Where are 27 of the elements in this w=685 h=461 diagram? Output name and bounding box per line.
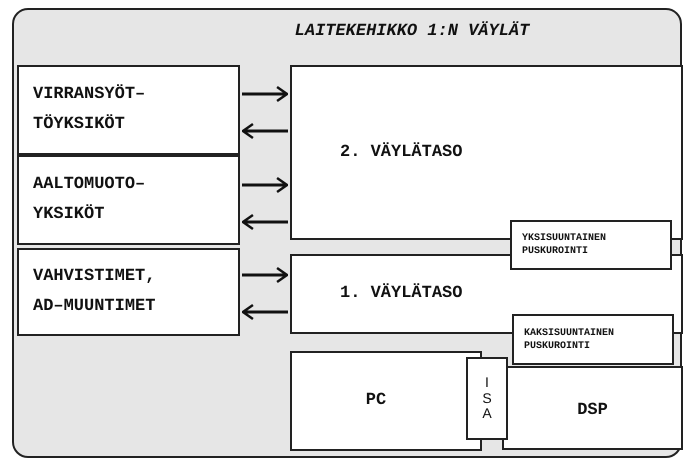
buffering-label-box — [510, 220, 672, 270]
arrow — [242, 214, 288, 230]
arrow — [242, 266, 288, 284]
unit-box — [17, 248, 240, 336]
arrow — [242, 304, 288, 320]
arrow — [242, 86, 288, 102]
box-label: AALTOMUOTO– YKSIKÖT — [33, 174, 146, 226]
arrow — [242, 176, 288, 194]
box-label: VAHVISTIMET, AD–MUUNTIMET — [33, 266, 156, 318]
unit-box — [17, 65, 240, 155]
box-label: 2. VÄYLÄTASO — [340, 141, 462, 164]
chassis-frame — [12, 8, 682, 458]
box-label: KAKSISUUNTAINEN PUSKUROINTI — [524, 326, 616, 352]
frame-title: LAITEKEHIKKO 1:N VÄYLÄT — [294, 22, 530, 41]
unit-box — [17, 155, 240, 245]
box-label: PC — [366, 390, 386, 412]
box-label: ISA — [482, 375, 492, 422]
bus-level-box — [290, 65, 683, 240]
box-label: VIRRANSYÖT– TÖYKSIKÖT — [33, 83, 146, 136]
box-label: DSP — [577, 400, 608, 422]
dsp-box — [502, 366, 683, 450]
isa-box — [466, 357, 508, 440]
buffering-label-box — [512, 314, 674, 365]
pc-box — [290, 351, 482, 451]
arrow — [242, 122, 288, 140]
box-label: 1. VÄYLÄTASO — [340, 282, 462, 305]
box-label: YKSISUUNTAINEN PUSKUROINTI — [522, 232, 608, 258]
